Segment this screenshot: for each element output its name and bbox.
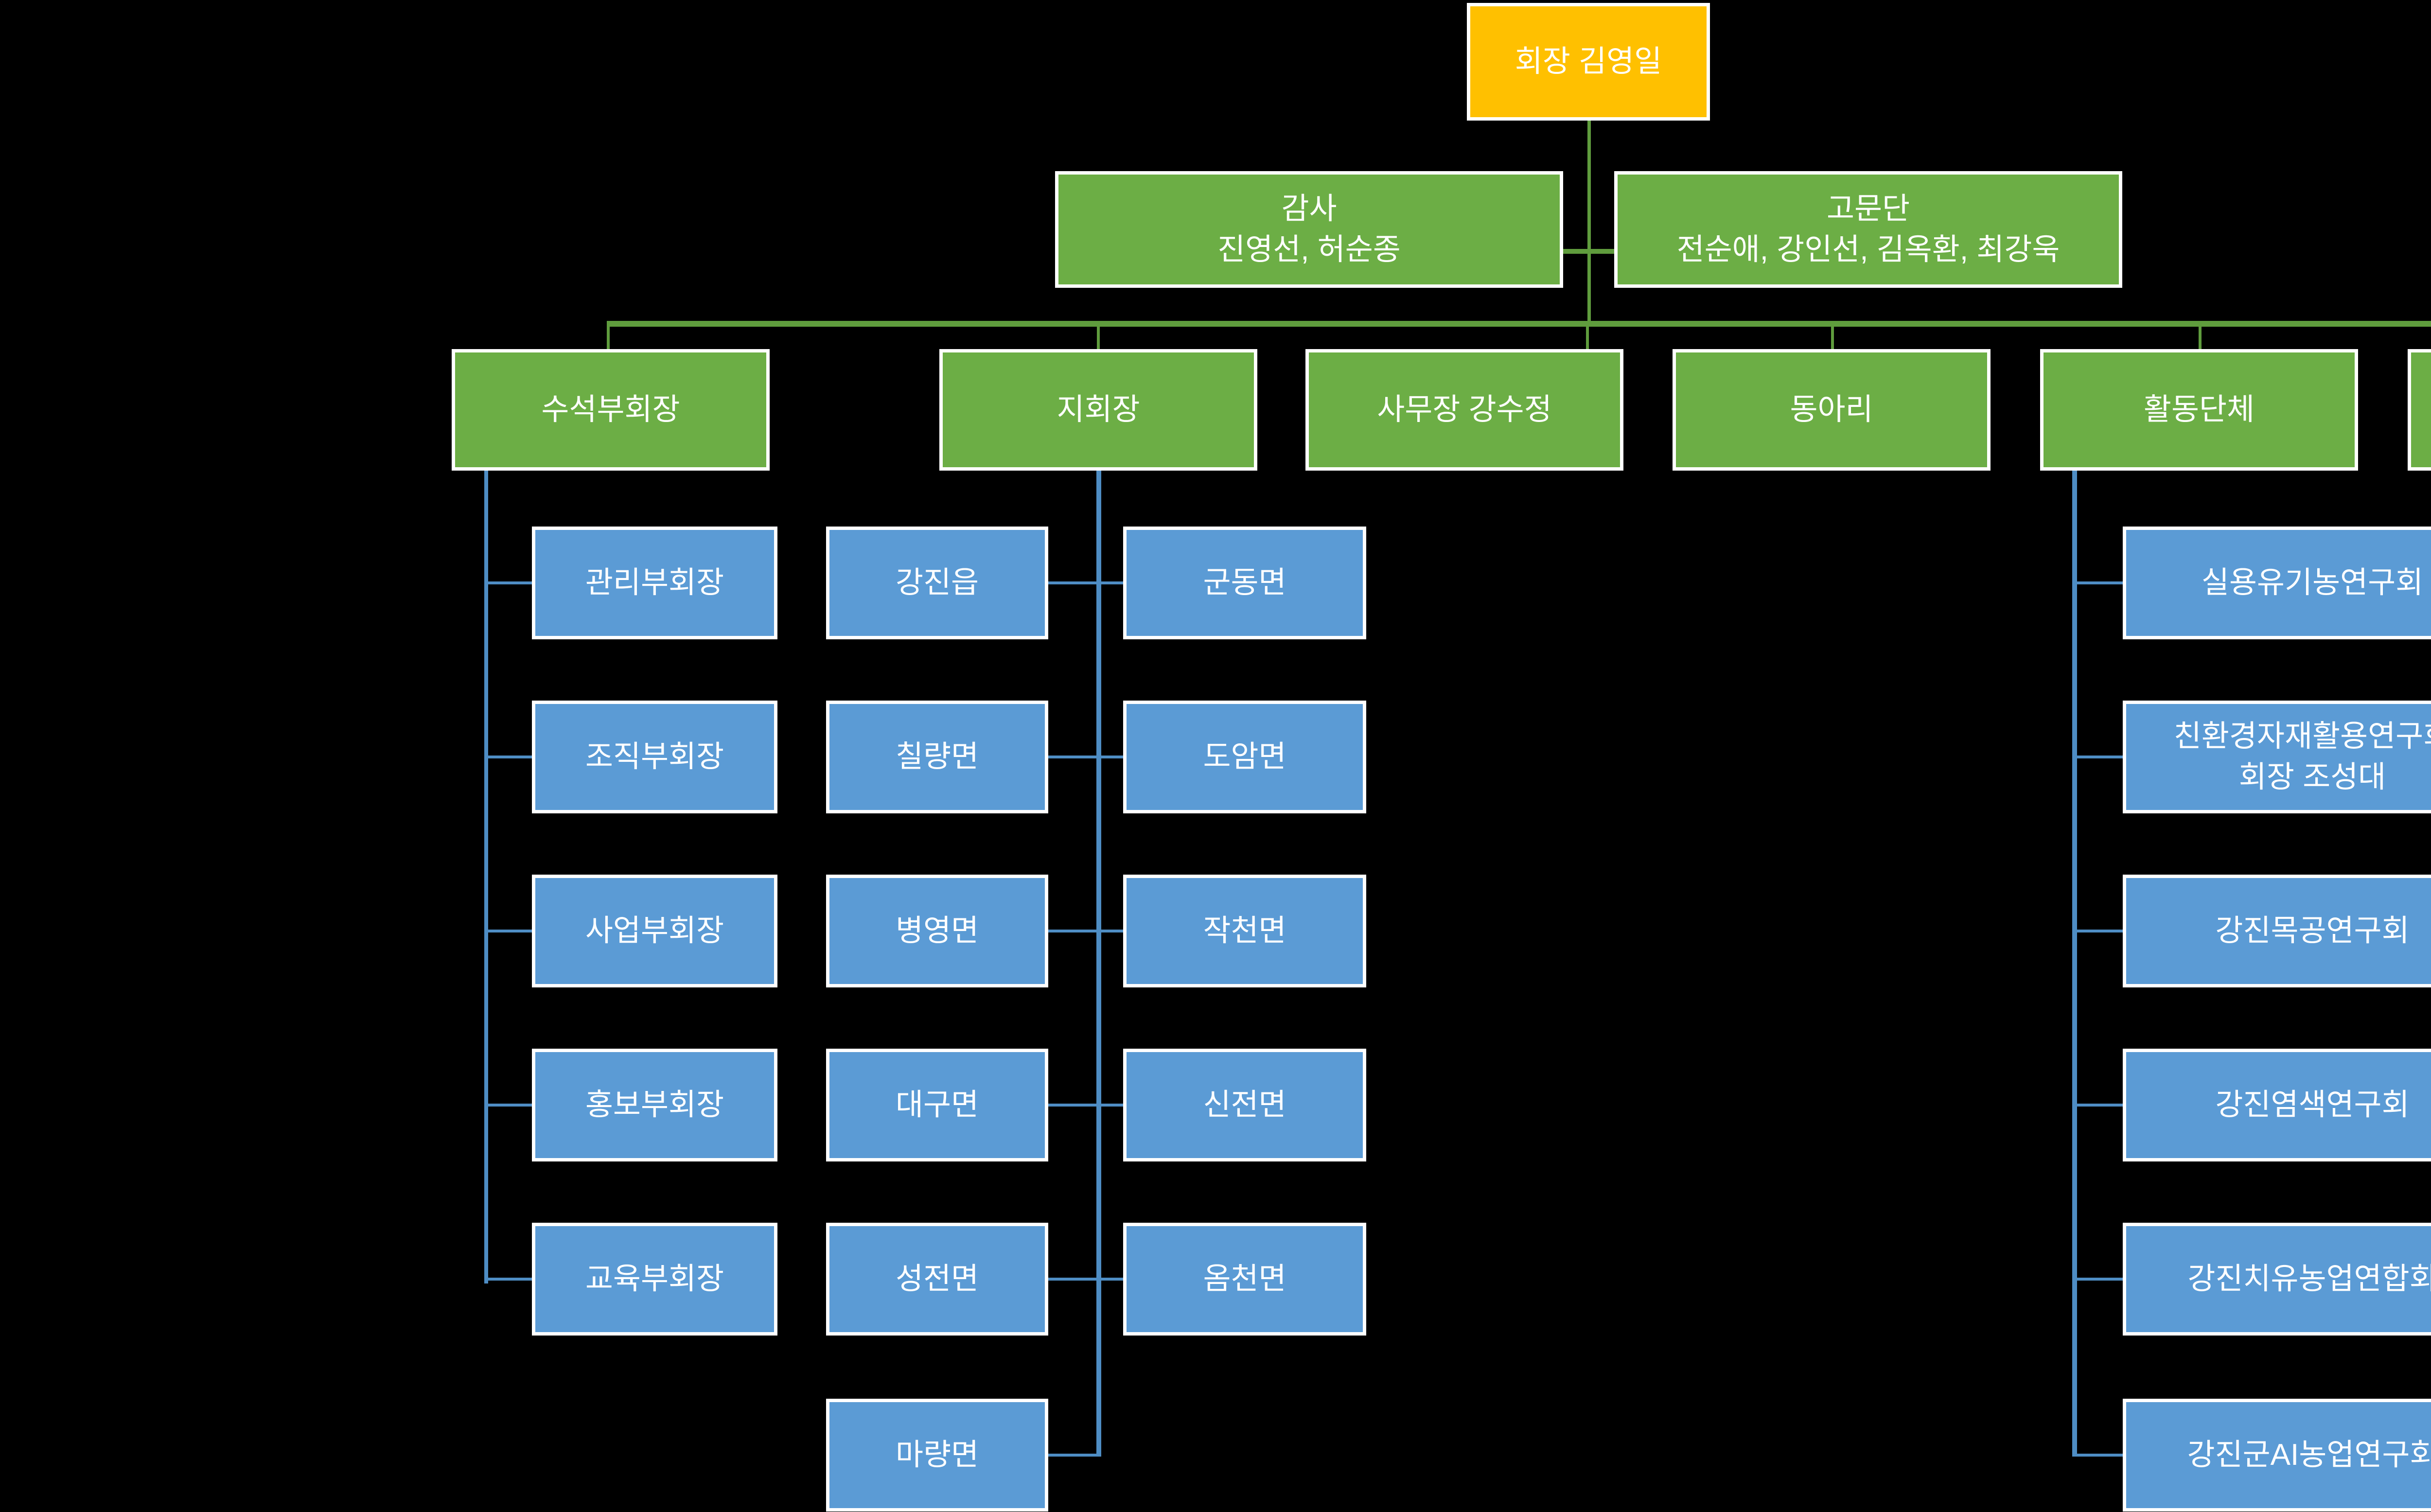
node-chairman[interactable]: 회장 김영일 xyxy=(1467,3,1710,121)
connector-drop-division-1 xyxy=(607,321,610,350)
node-branch-gangjineup[interactable]: 강진읍 xyxy=(826,527,1048,639)
connector-vicechair-1 xyxy=(484,581,533,584)
connector-root-to-staff xyxy=(1587,29,1591,326)
connector-branch-left-4 xyxy=(1048,1104,1101,1107)
node-branch-omcheonmyeon[interactable]: 옴천면 xyxy=(1123,1223,1366,1336)
node-branch-jakcheonmyeon[interactable]: 작천면 xyxy=(1123,875,1366,987)
connector-drop-division-5 xyxy=(2199,321,2202,350)
node-division-activity-group[interactable]: 활동단체 xyxy=(2040,349,2358,471)
node-vice-chair-education[interactable]: 교육부회장 xyxy=(532,1223,777,1336)
node-activity-organic-farming[interactable]: 실용유기농연구회 xyxy=(2123,527,2431,639)
connector-drop-division-4 xyxy=(1831,321,1834,350)
node-branch-maryangmyeon[interactable]: 마량면 xyxy=(826,1399,1048,1512)
node-activity-ai-agriculture[interactable]: 강진군AI농업연구회 xyxy=(2123,1399,2431,1512)
connector-branch-left-3 xyxy=(1048,930,1101,932)
node-vice-chair-business[interactable]: 사업부회장 xyxy=(532,875,777,987)
node-vice-chair-admin[interactable]: 관리부회장 xyxy=(532,527,777,639)
connector-activity-1 xyxy=(2072,581,2126,584)
node-auditor[interactable]: 감사 진영선, 허순종 xyxy=(1055,171,1563,288)
connector-drop-division-3 xyxy=(1586,321,1589,350)
node-branch-byeongyeongmyeon[interactable]: 병영면 xyxy=(826,875,1048,987)
connector-staff-bridge xyxy=(1556,249,1624,254)
connector-vicechair-4 xyxy=(484,1104,533,1107)
node-branch-daegumyeon[interactable]: 대구면 xyxy=(826,1049,1048,1161)
connector-vicechair-3 xyxy=(484,930,533,932)
connector-activity-6 xyxy=(2072,1454,2126,1457)
node-branch-doammyeon[interactable]: 도암면 xyxy=(1123,701,1366,813)
connector-activity-spine xyxy=(2072,471,2077,1457)
node-vice-chair-pr[interactable]: 홍보부회장 xyxy=(532,1049,777,1161)
connector-branch-left-6 xyxy=(1048,1454,1101,1457)
node-activity-woodworking[interactable]: 강진목공연구회 xyxy=(2123,875,2431,987)
connector-vicechair-spine xyxy=(484,471,488,1283)
connector-division-bus xyxy=(607,321,2431,327)
node-advisory-board[interactable]: 고문단 전순애, 강인선, 김옥환, 최강욱 xyxy=(1614,171,2122,288)
node-division-branch-chair[interactable]: 지회장 xyxy=(939,349,1257,471)
node-division-federation[interactable]: 연합법인 xyxy=(2408,349,2431,471)
connector-branch-left-1 xyxy=(1048,581,1101,584)
connector-branch-left-5 xyxy=(1048,1278,1101,1281)
connector-activity-2 xyxy=(2072,756,2126,758)
connector-activity-5 xyxy=(2072,1278,2126,1281)
node-activity-healing-agriculture[interactable]: 강진치유농업연합회 xyxy=(2123,1223,2431,1336)
node-activity-eco-material-recycling[interactable]: 친환경자재활용연구회 회장 조성대 xyxy=(2123,701,2431,813)
node-division-club[interactable]: 동아리 xyxy=(1673,349,1991,471)
node-vice-chair-organization[interactable]: 조직부회장 xyxy=(532,701,777,813)
connector-activity-4 xyxy=(2072,1104,2126,1107)
connector-activity-3 xyxy=(2072,930,2126,932)
connector-vicechair-2 xyxy=(484,756,533,758)
node-division-senior-vice-chair[interactable]: 수석부회장 xyxy=(452,349,770,471)
connector-branch-spine xyxy=(1096,471,1101,1457)
node-branch-seongjeonmyeon[interactable]: 성전면 xyxy=(826,1223,1048,1336)
node-branch-chillyangmyeon[interactable]: 칠량면 xyxy=(826,701,1048,813)
node-activity-dyeing[interactable]: 강진염색연구회 xyxy=(2123,1049,2431,1161)
connector-vicechair-5 xyxy=(484,1278,533,1281)
node-branch-gundongmyeon[interactable]: 군동면 xyxy=(1123,527,1366,639)
connector-branch-left-2 xyxy=(1048,756,1101,758)
node-division-office-manager[interactable]: 사무장 강수정 xyxy=(1305,349,1623,471)
node-branch-sinjeonmyeon[interactable]: 신전면 xyxy=(1123,1049,1366,1161)
connector-drop-division-2 xyxy=(1097,321,1100,350)
